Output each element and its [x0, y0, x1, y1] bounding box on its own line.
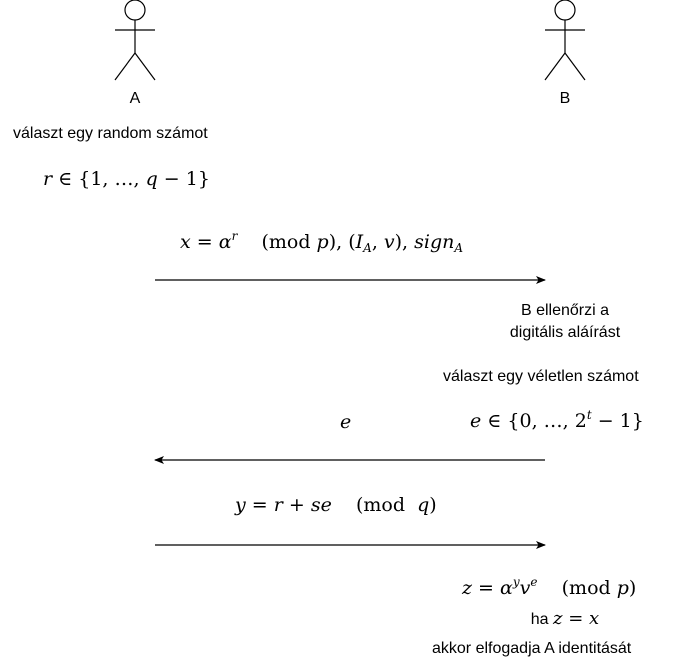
actor-a-figure [114, 0, 156, 81]
b-verifies-text: B ellenőrzi a digitális aláírást [470, 300, 660, 344]
b-verifies-line1: B ellenőrzi a [520, 302, 610, 319]
actor-b-figure [544, 0, 586, 81]
condition-formula: z = x [553, 608, 600, 629]
msg3-label: y = r + se (mod q) [235, 494, 437, 516]
msg2-label: e [340, 411, 352, 433]
actor-a-label: A [129, 90, 141, 107]
r-set-formula: r ∈ {1, …, q − 1} [43, 168, 210, 190]
e-set-formula: e ∈ {0, …, 2t − 1} [470, 408, 644, 432]
a-chooses-random-text: választ egy random számot [13, 125, 208, 142]
ha-text: ha [530, 611, 549, 628]
condition-line: ha z = x [490, 608, 640, 629]
b-verifies-line2: digitális aláírást [509, 324, 621, 341]
actor-b-label: B [559, 90, 571, 107]
accept-identity-text: akkor elfogadja A identitását [432, 640, 632, 657]
msg1-label: x = αr (mod p), (IA, v), signA [180, 229, 464, 255]
r-set-display: r ∈ {1, …, q − 1} [43, 168, 210, 190]
b-chooses-random-text: választ egy véletlen számot [443, 368, 639, 385]
z-def-formula: z = αyve (mod p) [462, 575, 637, 599]
